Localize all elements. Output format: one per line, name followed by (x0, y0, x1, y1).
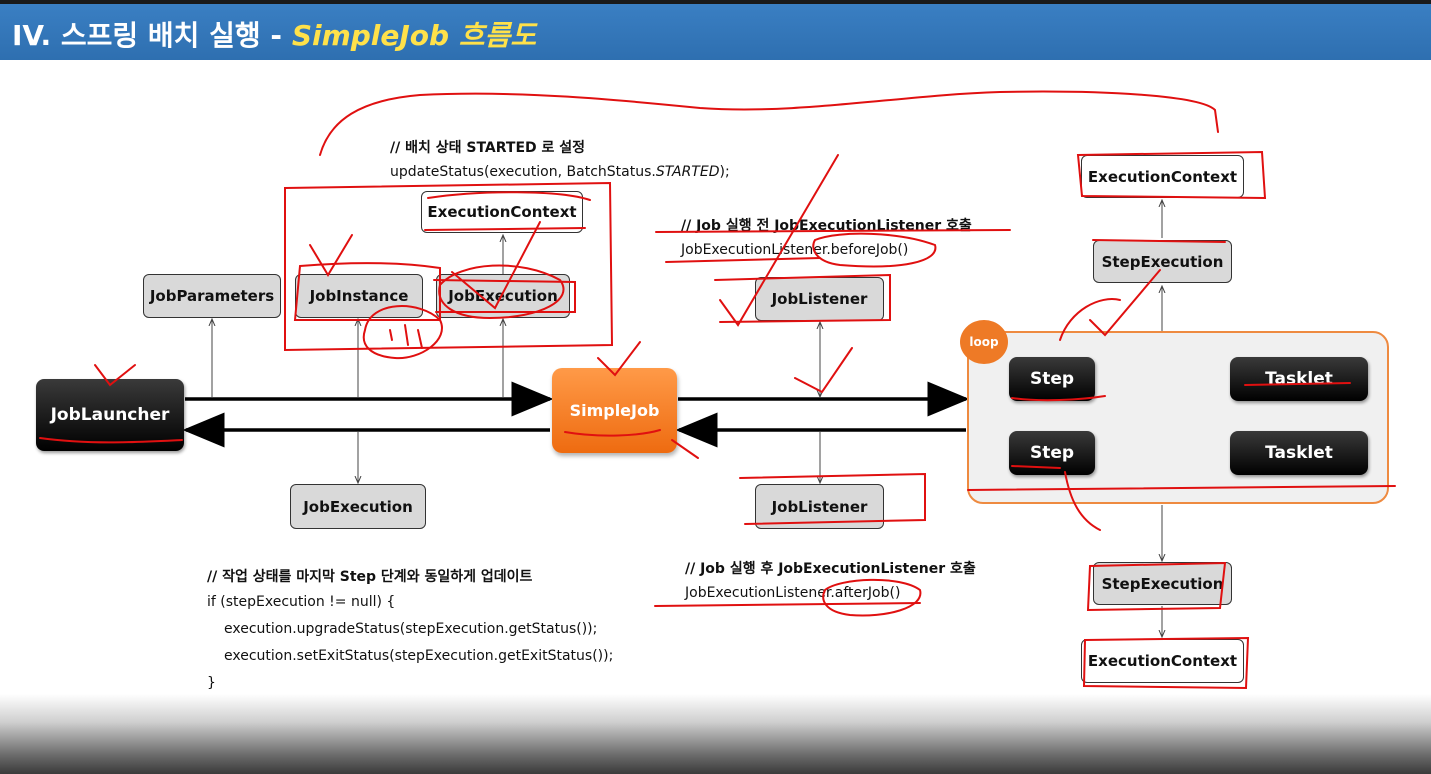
job-execution-bottom-box[interactable]: JobExecution (290, 484, 426, 529)
simple-job-box[interactable]: SimpleJob (552, 368, 677, 453)
execution-context-right-bottom-box[interactable]: ExecutionContext (1081, 639, 1244, 683)
video-overlay-gradient (0, 694, 1431, 774)
update-status-line-2: execution.upgradeStatus(stepExecution.ge… (224, 621, 598, 637)
job-parameters-box[interactable]: JobParameters (143, 274, 281, 318)
loop-badge: loop (960, 320, 1008, 364)
execution-context-top-box[interactable]: ExecutionContext (421, 191, 583, 233)
job-listener-top-box[interactable]: JobListener (755, 277, 884, 321)
update-status-line-4: } (207, 675, 216, 691)
started-comment: // 배치 상태 STARTED 로 설정 (390, 140, 586, 156)
tasklet-box-2[interactable]: Tasklet (1230, 431, 1368, 475)
execution-context-right-top-box[interactable]: ExecutionContext (1081, 155, 1244, 198)
started-code: updateStatus(execution, BatchStatus.STAR… (390, 164, 730, 180)
after-job-comment: // Job 실행 후 JobExecutionListener 호출 (685, 561, 976, 577)
update-status-comment: // 작업 상태를 마지막 Step 단계와 동일하게 업데이트 (207, 569, 533, 585)
after-job-code: JobExecutionListener.afterJob() (685, 585, 901, 601)
job-launcher-box[interactable]: JobLauncher (36, 379, 184, 451)
step-box-1[interactable]: Step (1009, 357, 1095, 401)
step-execution-bottom-box[interactable]: StepExecution (1093, 562, 1232, 605)
slide-title-highlight: SimpleJob 흐름도 (291, 19, 537, 52)
top-strip (0, 0, 1431, 4)
before-job-code: JobExecutionListener.beforeJob() (681, 242, 909, 258)
job-instance-box[interactable]: JobInstance (295, 274, 423, 318)
slide-title: IV. 스프링 배치 실행 - SimpleJob 흐름도 (12, 19, 537, 52)
update-status-line-1: if (stepExecution != null) { (207, 594, 396, 610)
slide-header: IV. 스프링 배치 실행 - SimpleJob 흐름도 (0, 4, 1431, 60)
step-execution-top-box[interactable]: StepExecution (1093, 240, 1232, 283)
update-status-line-3: execution.setExitStatus(stepExecution.ge… (224, 648, 614, 664)
